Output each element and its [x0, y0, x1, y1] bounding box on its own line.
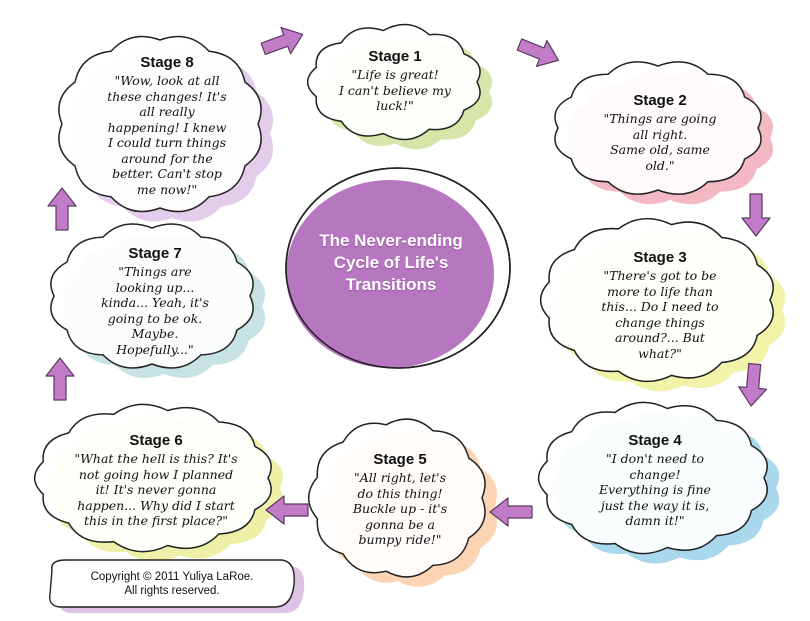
- arrow-7-to-8: [47, 187, 77, 231]
- stage-3-cloud-outline: [539, 217, 774, 383]
- stage-7-cloud: [50, 223, 266, 378]
- stage-3-cloud: [539, 217, 786, 392]
- copyright-box: [49, 559, 305, 613]
- arrow-8-to-1: [260, 26, 304, 56]
- arrow-4-to-5: [489, 497, 533, 527]
- arrow-6-to-7: [45, 357, 75, 401]
- arrow-3-to-4: [738, 362, 768, 407]
- stage-8-cloud-outline: [58, 35, 262, 213]
- stage-6-cloud: [33, 403, 284, 562]
- stage-8-cloud: [58, 35, 274, 222]
- stage-1-cloud: [306, 23, 493, 150]
- copyright-text: Copyright © 2011 Yuliya LaRoe. All right…: [90, 571, 254, 597]
- stage-6-cloud-outline: [33, 403, 272, 553]
- arrow-5-to-6: [265, 495, 309, 525]
- stage-2-cloud: [554, 61, 774, 205]
- arrow-1-to-2: [516, 38, 559, 68]
- diagram-title: The Never-ending Cycle of Life's Transit…: [319, 231, 463, 294]
- stage-1-cloud-outline: [306, 23, 481, 141]
- stage-4-cloud: [537, 401, 780, 564]
- stage-7-cloud-outline: [50, 223, 254, 369]
- stage-5-cloud: [307, 418, 498, 587]
- arrow-2-to-3: [741, 193, 771, 237]
- center-circle: [285, 167, 511, 369]
- stage-4-cloud-outline: [537, 401, 768, 555]
- stage-5-cloud-outline: [307, 418, 486, 578]
- stage-2-cloud-outline: [554, 61, 762, 195]
